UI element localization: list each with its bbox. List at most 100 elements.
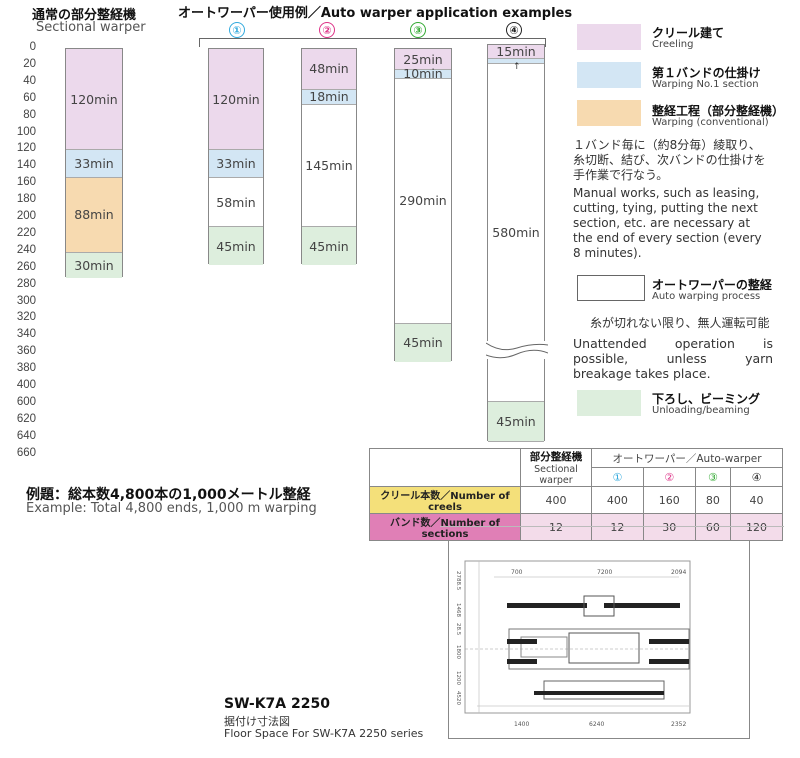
segment-label: 30min bbox=[74, 257, 114, 273]
y-tick-label: 380 bbox=[16, 362, 36, 375]
example-en: Example: Total 4,800 ends, 1,000 m warpi… bbox=[26, 501, 317, 516]
dim-left-e: 1200 bbox=[455, 671, 461, 685]
table-row1-cell: 40 bbox=[730, 486, 783, 514]
table-h-sectional-en: Sectional warper bbox=[534, 464, 578, 486]
y-tick-label: 220 bbox=[16, 226, 36, 239]
segment-label: 48min bbox=[309, 61, 349, 77]
arrow-icon: ↑ bbox=[513, 62, 521, 72]
dim-left-a: 2788.5 bbox=[455, 571, 461, 591]
y-tick-label: 100 bbox=[16, 125, 36, 138]
dim-top-c: 2094 bbox=[671, 569, 686, 576]
table-row2-label: バンド数／Number of sections bbox=[369, 513, 521, 541]
bar-segment-unloading: 45min bbox=[488, 402, 544, 442]
dim-bot-b: 6240 bbox=[589, 721, 604, 728]
auto-header: オートワーパー使用例／Auto warper application examp… bbox=[178, 6, 573, 21]
y-tick-label: 60 bbox=[23, 91, 36, 104]
legend-swatch-warping bbox=[577, 100, 641, 126]
table-h-auto: オートワーパー／Auto-warper bbox=[591, 448, 783, 468]
bar-segment-section: 10min bbox=[395, 66, 451, 81]
table-row1-cell: 400 bbox=[591, 486, 644, 514]
segment-label: 58min bbox=[216, 194, 256, 210]
bar-example-4: 15min5min580min45min bbox=[485, 44, 549, 442]
model-name: SW-K7A 2250 bbox=[224, 696, 330, 712]
bar-segment-warping: 88min bbox=[66, 178, 122, 253]
table-row2-cell: 12 bbox=[591, 513, 644, 541]
bar-segment-auto: 58min bbox=[209, 178, 263, 228]
y-tick-label: 40 bbox=[23, 74, 36, 87]
column-number-1: ① bbox=[229, 22, 245, 38]
table-row1-cell: 80 bbox=[694, 486, 732, 514]
unattended-en: Unattended operation is possible, unless… bbox=[573, 336, 773, 381]
legend-unloading-en: Unloading/beaming bbox=[652, 405, 750, 416]
table-row1-label: クリール本数／Number of creels bbox=[369, 486, 521, 514]
y-tick-label: 600 bbox=[16, 395, 36, 408]
segment-label: 580min bbox=[492, 225, 540, 240]
bar-segment-unloading: 45min bbox=[395, 323, 451, 362]
segment-label: 33min bbox=[216, 156, 256, 172]
legend-creel-en: Creeling bbox=[652, 39, 694, 50]
legend-auto-jp: オートワーパーの整経 bbox=[652, 278, 772, 292]
segment-label: 25min bbox=[403, 51, 443, 67]
segment-label: 10min bbox=[403, 66, 443, 82]
legend-section-jp: 第１バンドの仕掛け bbox=[652, 66, 761, 80]
bar-example-2: 48min 18min 145min 45min bbox=[301, 48, 357, 266]
legend-unloading-jp: 下ろし、ビーミング bbox=[652, 392, 761, 406]
floor-plan-svg: 700 7200 2094 1400 6240 2352 2788.5 1468… bbox=[455, 560, 691, 728]
bar-segment-unloading: 45min bbox=[302, 227, 356, 266]
segment-label: 120min bbox=[70, 91, 118, 107]
bar-segment-section: 18min bbox=[302, 89, 356, 105]
y-tick-label: 640 bbox=[16, 429, 36, 442]
bar-segment-creel: 120min bbox=[66, 49, 122, 151]
model-en: Floor Space For SW-K7A 2250 series bbox=[224, 727, 424, 740]
axis-break bbox=[485, 341, 549, 359]
y-tick-label: 240 bbox=[16, 243, 36, 256]
segment-label: 15min bbox=[496, 44, 536, 59]
bar-segment-section: 33min bbox=[66, 150, 122, 179]
y-tick-label: 300 bbox=[16, 294, 36, 307]
table-row1-cell: 160 bbox=[642, 486, 696, 514]
column-number-2: ② bbox=[319, 22, 335, 38]
legend-swatch-section bbox=[577, 62, 641, 88]
bar-segment-creel: 25min bbox=[395, 49, 451, 71]
bar-segment-auto: 145min bbox=[302, 104, 356, 228]
table-row1-cell: 400 bbox=[520, 486, 592, 514]
bar-segment-unloading: 30min bbox=[66, 252, 122, 278]
model-jp: 据付け寸法図 bbox=[224, 715, 290, 728]
bar-segment-unloading: 45min bbox=[209, 227, 263, 266]
table-row2-cell: 120 bbox=[730, 513, 783, 541]
example-jp: 例題：総本数4,800本の1,000メートル整経 bbox=[26, 487, 311, 503]
y-tick-label: 320 bbox=[16, 311, 36, 324]
legend-swatch-auto bbox=[577, 275, 645, 301]
y-tick-label: 180 bbox=[16, 193, 36, 206]
table-num-4: ④ bbox=[730, 467, 783, 487]
y-tick-label: 80 bbox=[23, 108, 36, 121]
column-number-3: ③ bbox=[410, 22, 426, 38]
table-row2-cell: 12 bbox=[520, 513, 592, 541]
y-tick-label: 260 bbox=[16, 260, 36, 273]
table-h-sectional-jp: 部分整経機 bbox=[529, 451, 583, 463]
table-num-1: ① bbox=[591, 467, 644, 487]
floor-plan-drawing: 700 7200 2094 1400 6240 2352 2788.5 1468… bbox=[448, 540, 750, 739]
unattended-jp: 糸が切れない限り、無人運転可能 bbox=[590, 316, 770, 330]
divider bbox=[440, 526, 784, 527]
note-en: Manual works, such as leasing, cutting, … bbox=[573, 186, 762, 260]
sectional-title-jp: 通常の部分整経機 bbox=[32, 8, 137, 23]
dim-top-b: 7200 bbox=[597, 569, 612, 576]
y-tick-label: 360 bbox=[16, 345, 36, 358]
dim-left-c: 28.5 bbox=[455, 623, 461, 636]
table-num-3: ③ bbox=[694, 467, 732, 487]
y-tick-label: 620 bbox=[16, 412, 36, 425]
legend-auto-en: Auto warping process bbox=[652, 291, 761, 302]
y-tick-label: 340 bbox=[16, 328, 36, 341]
dim-top-a: 700 bbox=[511, 569, 523, 576]
segment-label: 45min bbox=[309, 238, 349, 254]
segment-label: 18min bbox=[309, 89, 349, 105]
bar-segment-creel: 48min bbox=[302, 49, 356, 90]
legend-swatch-creel bbox=[577, 24, 641, 50]
auto-bracket bbox=[199, 38, 546, 47]
segment-label: 145min bbox=[305, 158, 353, 174]
y-tick-label: 20 bbox=[23, 57, 36, 70]
